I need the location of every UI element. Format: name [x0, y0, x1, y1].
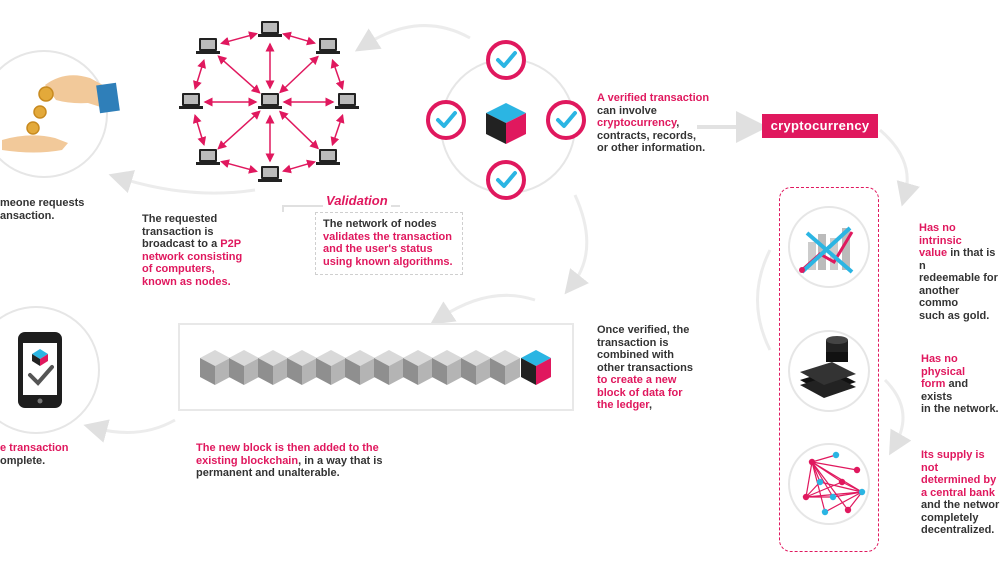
cryptocurrency-label: cryptocurrency [762, 114, 878, 138]
new-block-cube [521, 350, 551, 385]
mesh-node [816, 478, 824, 486]
mesh-node [858, 488, 866, 496]
chain-block [229, 350, 259, 385]
p2p-link [217, 110, 261, 150]
laptop-node-icon [258, 21, 282, 37]
mesh-node [853, 466, 861, 474]
chain-block [374, 350, 404, 385]
mesh-node [844, 506, 852, 514]
mesh-link [805, 461, 813, 498]
prop-no-form-text: Has no physical form and exists in the n… [921, 353, 999, 415]
broadcast-text: The requested transaction is broadcast t… [142, 213, 243, 288]
p2p-link [220, 31, 258, 46]
checkmark-icon [486, 40, 526, 80]
mesh-link [824, 491, 863, 513]
mesh-link [847, 491, 863, 511]
chain-block [403, 350, 433, 385]
p2p-link [281, 159, 317, 174]
mesh-node [821, 508, 829, 516]
laptop-node-icon [316, 149, 340, 165]
combined-text: Once verified, the transaction is combin… [597, 324, 693, 411]
mesh-link [819, 481, 863, 493]
laptop-node-icon [335, 93, 359, 109]
mesh-node [838, 478, 846, 486]
prop-supply-text: Its supply is not determined by a centra… [921, 449, 1000, 536]
mesh-link [811, 461, 834, 498]
checkmark-icon [546, 100, 586, 140]
properties-box [779, 187, 879, 552]
mesh-link [811, 461, 858, 471]
verified-text: A verified transaction can involve crypt… [597, 92, 710, 154]
added-text: The new block is then added to the exist… [196, 442, 383, 479]
mesh-link [811, 461, 849, 511]
laptop-node-icon [258, 93, 282, 109]
laptop-node-icon [316, 38, 340, 54]
validation-box [315, 212, 463, 275]
laptop-node-icon [258, 166, 282, 182]
p2p-link [217, 55, 261, 94]
p2p-link [330, 113, 345, 147]
p2p-link [220, 159, 258, 174]
mesh-node [829, 493, 837, 501]
mesh-link [841, 481, 863, 493]
mesh-link [811, 461, 843, 483]
mesh-node [832, 451, 840, 459]
chain-block [258, 350, 288, 385]
chain-block [345, 350, 375, 385]
p2p-link [281, 31, 317, 46]
p2p-link [192, 113, 207, 147]
mesh-node [808, 458, 816, 466]
mesh-link [811, 454, 837, 463]
p2p-link [279, 55, 319, 94]
chain-block [200, 350, 230, 385]
blockchain-box [178, 323, 574, 411]
mesh-link [832, 491, 863, 498]
p2p-link [193, 58, 206, 91]
p2p-link [330, 58, 345, 91]
chain-block [432, 350, 462, 385]
laptop-node-icon [196, 38, 220, 54]
mesh-link [805, 481, 821, 498]
request-circle [0, 50, 108, 178]
p2p-link [278, 110, 320, 150]
checkmark-icon [486, 160, 526, 200]
mesh-link [811, 461, 826, 513]
prop-no-value-text: Has no intrinsic value in that is n rede… [919, 222, 998, 322]
laptop-node-icon [179, 93, 203, 109]
mesh-link [805, 481, 843, 498]
laptop-node-icon [196, 149, 220, 165]
chain-block [461, 350, 491, 385]
validation-text: The network of nodes validates the trans… [323, 218, 453, 268]
validation-title: Validation [323, 194, 391, 208]
checkmark-icon [426, 100, 466, 140]
chain-block [287, 350, 317, 385]
chain-block [316, 350, 346, 385]
complete-circle [0, 306, 100, 434]
mesh-node [802, 493, 810, 501]
chain-block [490, 350, 520, 385]
